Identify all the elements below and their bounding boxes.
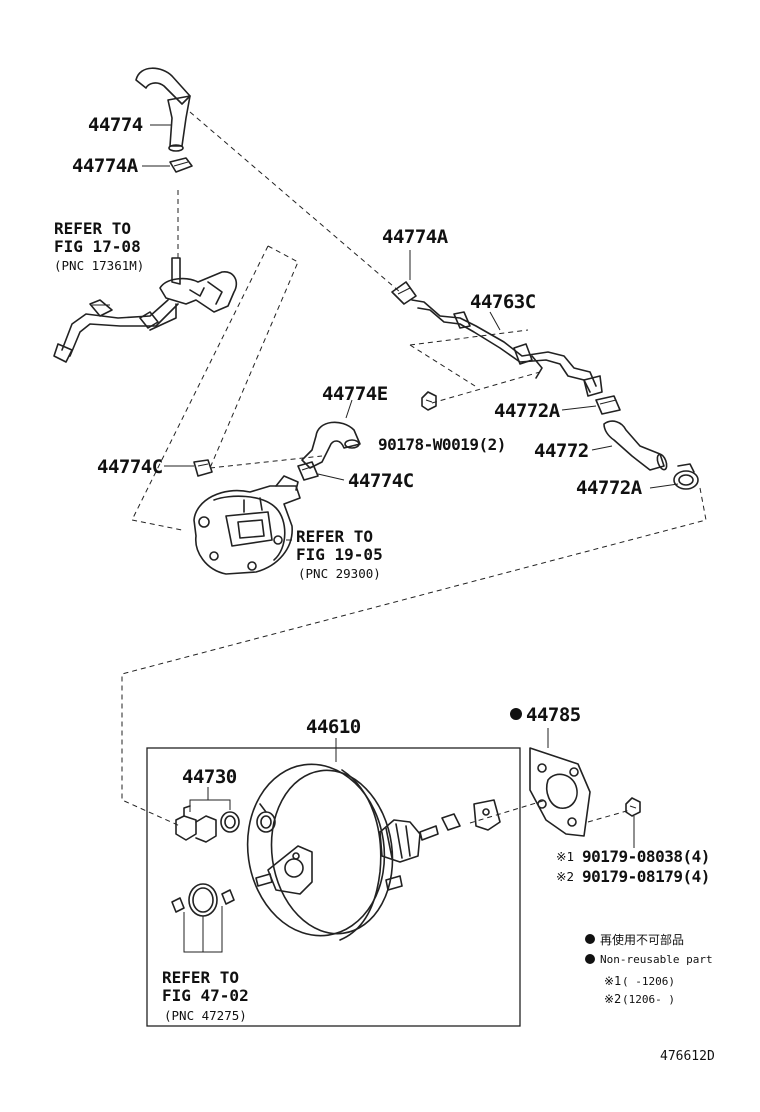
- legend-nonreusable-ja: 再使用不可部品: [600, 932, 684, 947]
- ref-1708-line2: FIG 17-08: [54, 237, 141, 256]
- hose-44772[interactable]: [603, 420, 668, 471]
- legend-bullet-en: [585, 954, 595, 964]
- label-90178[interactable]: 90178-W0019(2): [378, 435, 506, 454]
- vacuum-line-assembly: [53, 257, 238, 363]
- hose-clip-44772A-bottom[interactable]: [673, 463, 699, 490]
- ref-4702-line2: FIG 47-02: [162, 986, 249, 1005]
- label-44774A-mid[interactable]: 44774A: [382, 226, 449, 248]
- ref-1905-line2: FIG 19-05: [296, 545, 383, 564]
- label-44774E[interactable]: 44774E: [322, 383, 388, 405]
- label-44730[interactable]: 44730: [182, 766, 237, 788]
- label-44774C-right[interactable]: 44774C: [348, 470, 414, 492]
- gasket-44785[interactable]: [529, 747, 591, 837]
- label-44774A-top[interactable]: 44774A: [72, 155, 139, 177]
- ref-4702-line3: (PNC 47275): [164, 1008, 247, 1023]
- dashed-connections: [121, 111, 707, 827]
- legend-range2-mark: ※2: [604, 992, 621, 1006]
- reference-fig-47-02[interactable]: REFER TO FIG 47-02 (PNC 47275): [162, 968, 249, 1023]
- pipe-44763C[interactable]: [411, 299, 603, 397]
- reference-fig-17-08[interactable]: REFER TO FIG 17-08 (PNC 17361M): [54, 219, 144, 273]
- legend: 再使用不可部品 Non-reusable part ※1 ( -1206) ※2…: [585, 932, 713, 1006]
- label-44610[interactable]: 44610: [306, 716, 361, 738]
- nut-90179[interactable]: [625, 797, 641, 817]
- o-ring-set: [171, 883, 235, 917]
- ref-1708-line3: (PNC 17361M): [54, 258, 144, 273]
- label-90179-a[interactable]: 90179-08038(4): [582, 847, 710, 866]
- legend-bullet-ja: [585, 934, 595, 944]
- ref-1905-line1: REFER TO: [296, 527, 373, 546]
- brake-booster-44610[interactable]: [237, 755, 439, 944]
- ref-1905-line3: (PNC 29300): [298, 566, 381, 581]
- leader-lines: [92, 124, 679, 953]
- note-mark-2: ※2: [556, 869, 574, 884]
- legend-nonreusable-en: Non-reusable part: [600, 953, 713, 966]
- figure-code: 476612D: [660, 1049, 715, 1064]
- clevis: [441, 799, 501, 831]
- part-labels: 44774 44774A 44774A 44763C 44774E 44774C…: [72, 114, 710, 886]
- legend-range2: (1206- ): [622, 993, 675, 1006]
- hose-clip-44774C-left[interactable]: [193, 459, 213, 477]
- hose-44774[interactable]: [135, 67, 191, 152]
- vacuum-pump: [193, 475, 301, 575]
- booster-assembly-box: [146, 747, 521, 1027]
- hose-clip-44774A-top[interactable]: [169, 157, 193, 173]
- label-44785[interactable]: 44785: [526, 704, 581, 726]
- legend-range1-mark: ※1: [604, 974, 621, 988]
- hose-clip-44774C-right[interactable]: [297, 461, 319, 481]
- note-mark-1: ※1: [556, 849, 574, 864]
- label-44772[interactable]: 44772: [534, 440, 589, 462]
- reference-fig-19-05[interactable]: REFER TO FIG 19-05 (PNC 29300): [296, 527, 383, 581]
- grommet: [256, 811, 276, 833]
- label-44763C[interactable]: 44763C: [470, 291, 536, 313]
- label-44774C-left[interactable]: 44774C: [97, 456, 163, 478]
- label-44772A-bottom[interactable]: 44772A: [576, 477, 643, 499]
- ref-4702-line1: REFER TO: [162, 968, 239, 987]
- ref-1708-line1: REFER TO: [54, 219, 131, 238]
- label-90179-b[interactable]: 90179-08179(4): [582, 867, 710, 886]
- hose-clip-44774A-mid[interactable]: [391, 281, 417, 305]
- label-44772A-top[interactable]: 44772A: [494, 400, 561, 422]
- hose-44774E[interactable]: [301, 421, 361, 469]
- nonreusable-mark: [510, 708, 522, 720]
- legend-range1: ( -1206): [622, 975, 675, 988]
- hose-clip-44772A-top[interactable]: [595, 395, 621, 415]
- check-valve-44730[interactable]: [175, 805, 240, 843]
- bolt-90178[interactable]: [421, 391, 437, 411]
- label-44774[interactable]: 44774: [88, 114, 143, 136]
